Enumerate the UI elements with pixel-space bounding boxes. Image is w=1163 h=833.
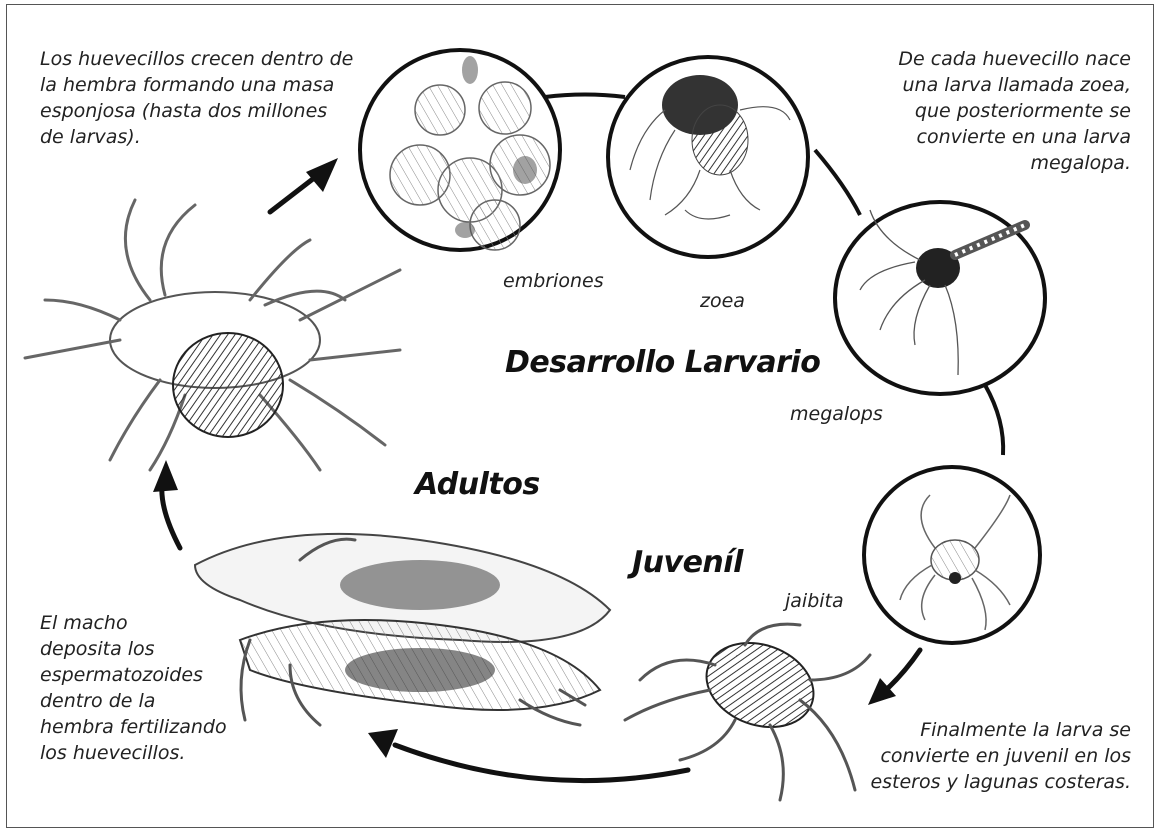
note-line: megalopa. <box>898 150 1131 176</box>
arrow-adults-to-female <box>162 485 180 548</box>
note-line: De cada huevecillo nace <box>898 46 1131 72</box>
arrow-juvenile-to-adults <box>395 745 688 781</box>
arrowhead-female <box>153 460 178 492</box>
note-line: espermatozoides <box>40 662 227 688</box>
note-line: esteros y lagunas costeras. <box>870 769 1131 795</box>
note-zoea-description: De cada huevecillo nace una larva llamad… <box>898 46 1131 176</box>
note-line: El macho <box>40 610 227 636</box>
note-line: una larva llamada zoea, <box>898 72 1131 98</box>
heading-adults: Adultos <box>415 467 540 502</box>
label-embriones: embriones <box>503 270 604 292</box>
note-line: esponjosa (hasta dos millones <box>40 98 353 124</box>
label-zoea: zoea <box>700 290 745 312</box>
label-jaibita: jaibita <box>785 590 844 612</box>
note-line: convierte en juvenil en los <box>870 743 1131 769</box>
label-megalops: megalops <box>790 403 883 425</box>
megalops-circle <box>835 202 1045 394</box>
note-line: Los huevecillos crecen dentro de <box>40 46 353 72</box>
note-line: la hembra formando una masa <box>40 72 353 98</box>
note-line: los huevecillos. <box>40 740 227 766</box>
female-crab-with-eggs <box>25 200 400 470</box>
note-line: dentro de la <box>40 688 227 714</box>
arrow-adult-to-eggs <box>270 175 318 212</box>
heading-larval-development: Desarrollo Larvario <box>505 345 820 380</box>
note-juvenile-description: Finalmente la larva se convierte en juve… <box>870 717 1131 795</box>
jaibita-circle <box>864 467 1040 643</box>
note-male-fertilization: El macho deposita los espermatozoides de… <box>40 610 227 766</box>
note-line: convierte en una larva <box>898 124 1131 150</box>
note-line: hembra fertilizando <box>40 714 227 740</box>
arrowhead-eggs <box>306 158 338 192</box>
zoea-circle <box>608 57 808 257</box>
note-egg-development: Los huevecillos crecen dentro de la hemb… <box>40 46 353 150</box>
note-line: Finalmente la larva se <box>870 717 1131 743</box>
embryo-circle <box>360 50 560 250</box>
arrow-jaibita-to-juvenile <box>888 650 920 688</box>
mating-adult-crabs <box>195 534 610 725</box>
note-line: deposita los <box>40 636 227 662</box>
heading-juvenile: Juveníl <box>632 545 743 580</box>
note-line: de larvas). <box>40 124 353 150</box>
note-line: que posteriormente se <box>898 98 1131 124</box>
